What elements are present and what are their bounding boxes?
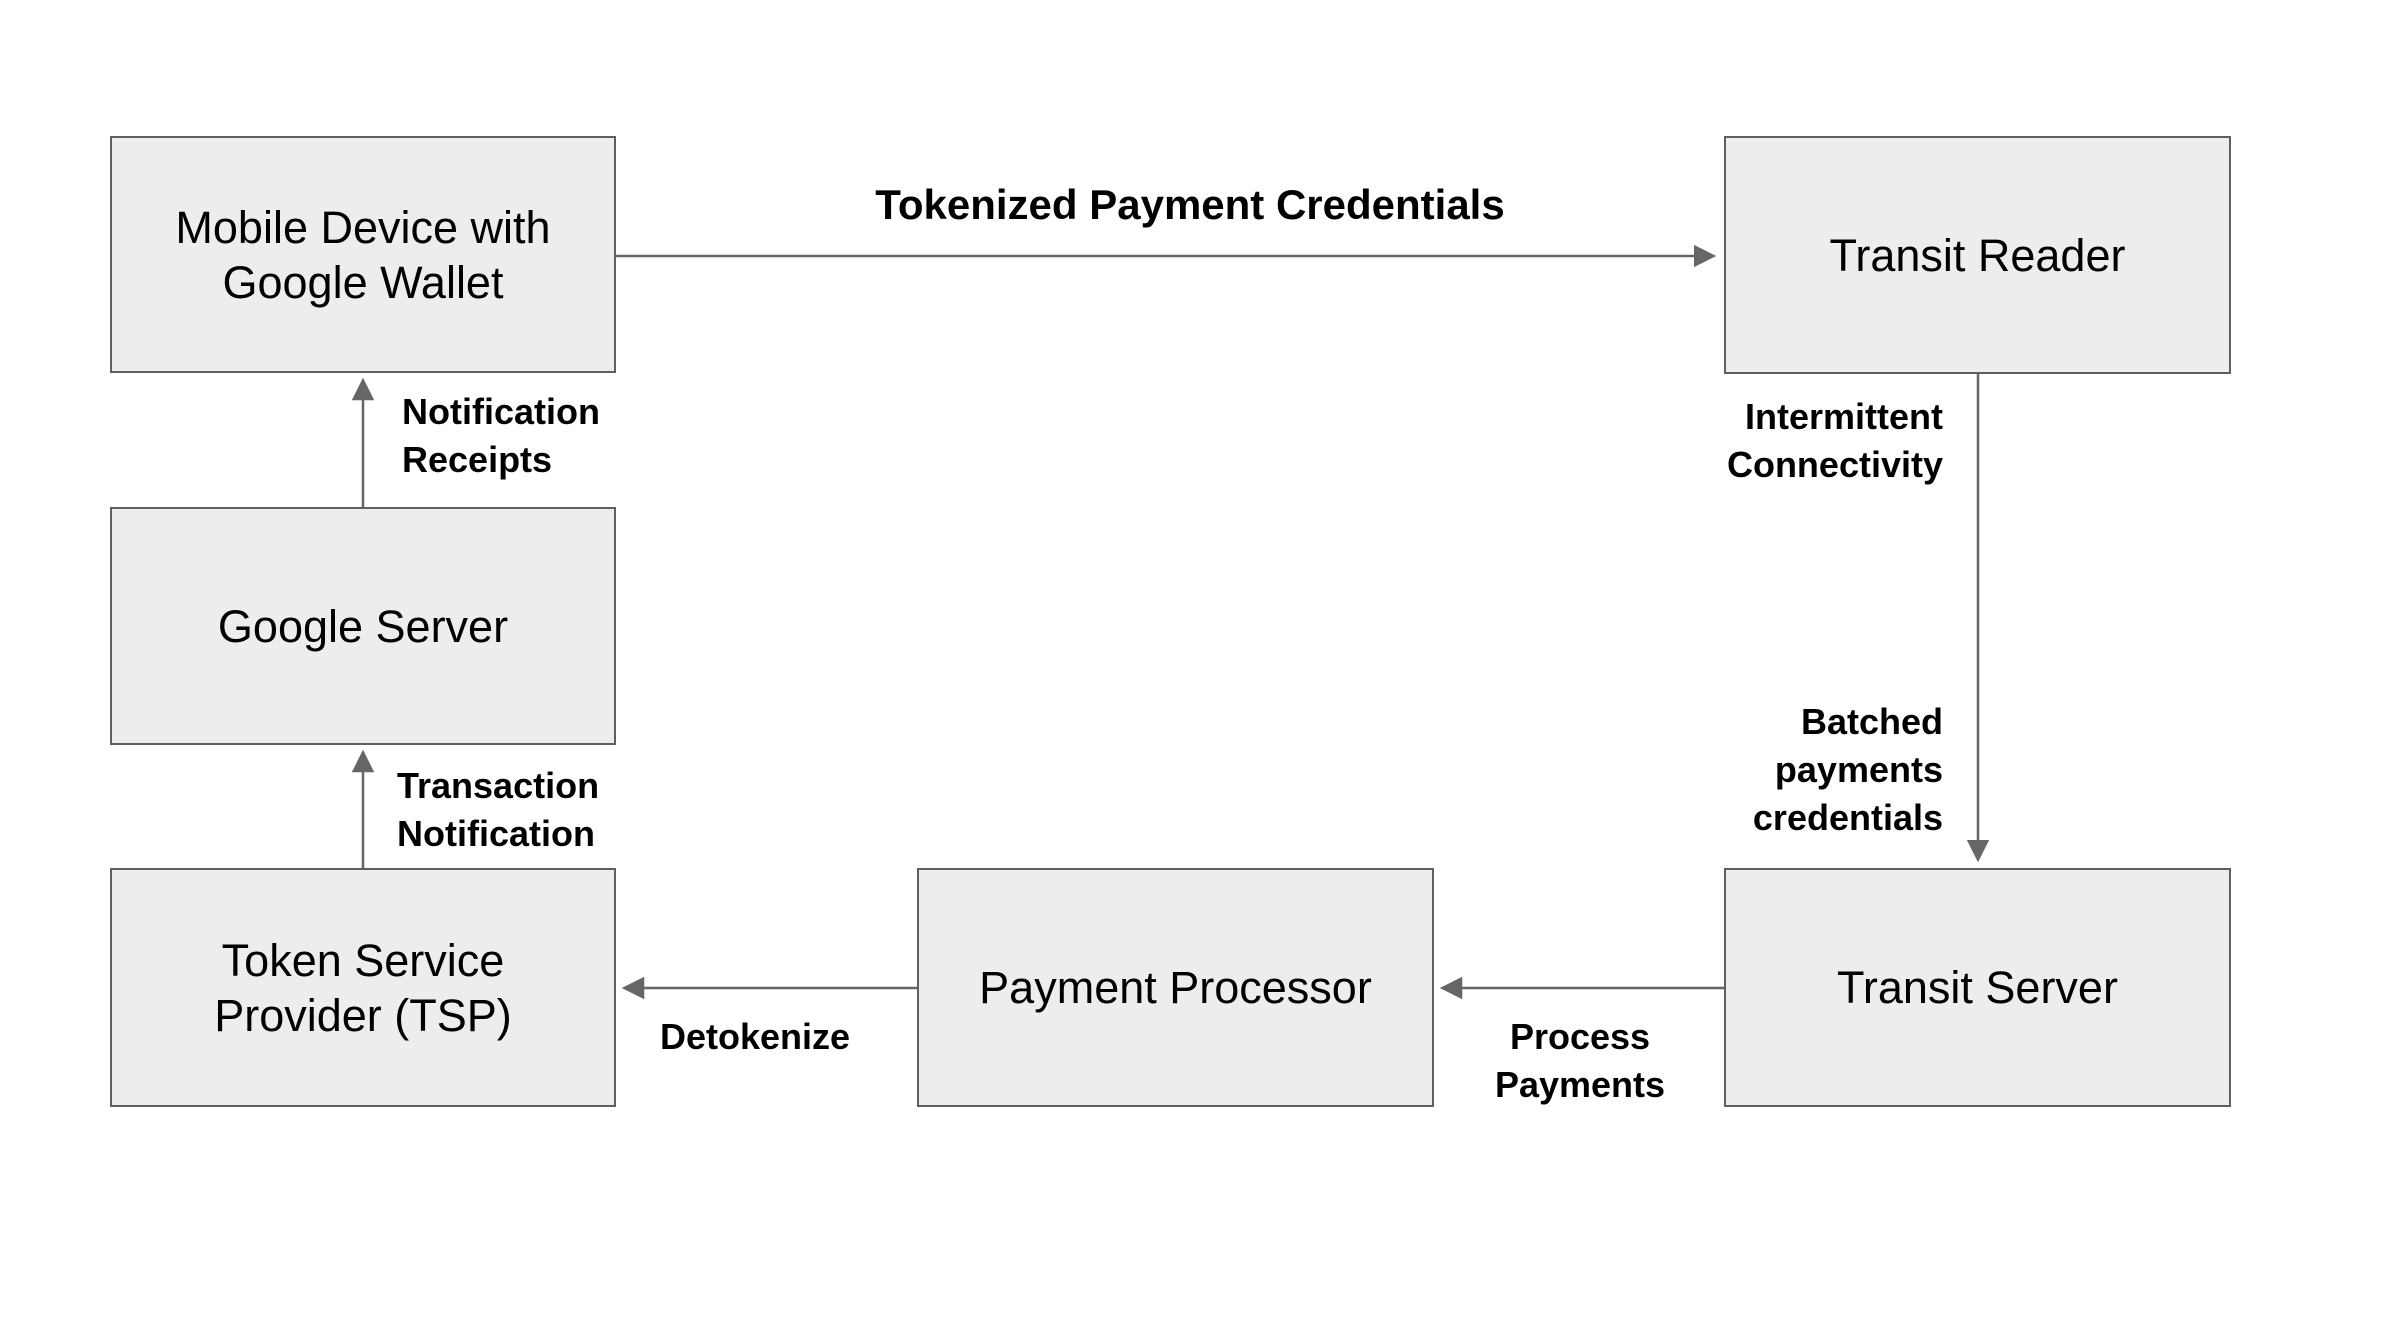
node-label: Transit Reader <box>1829 229 2126 281</box>
node-label: Transit Server <box>1837 962 2118 1013</box>
edge-label-notification-receipts: Notification Receipts <box>402 391 600 480</box>
edge-label-detokenize: Detokenize <box>660 1016 851 1057</box>
edge-label-transaction-notification: Transaction Notification <box>397 765 600 854</box>
node-google-server: Google Server <box>110 507 616 745</box>
node-transit-server: Transit Server <box>1724 868 2231 1107</box>
node-payment-processor: Payment Processor <box>917 868 1434 1107</box>
node-label: Google Server <box>217 600 509 652</box>
edge-label-intermittent-connectivity: Intermittent Connectivity <box>1726 396 1943 485</box>
node-token-service-provider: Token Service Provider (TSP) <box>110 868 616 1107</box>
node-mobile-device-google-wallet: Mobile Device with Google Wallet <box>110 136 616 373</box>
node-label: Mobile Device with Google Wallet <box>175 201 551 308</box>
node-transit-reader: Transit Reader <box>1724 136 2231 374</box>
node-label: Payment Processor <box>979 962 1372 1013</box>
edge-label-tokenized-payment-credentials: Tokenized Payment Credentials <box>875 181 1505 228</box>
node-label: Token Service Provider (TSP) <box>214 934 512 1041</box>
edge-label-batched-payments-credentials: Batched payments credentials <box>1752 701 1943 838</box>
edge-label-process-payments: Process Payments <box>1494 1016 1666 1105</box>
